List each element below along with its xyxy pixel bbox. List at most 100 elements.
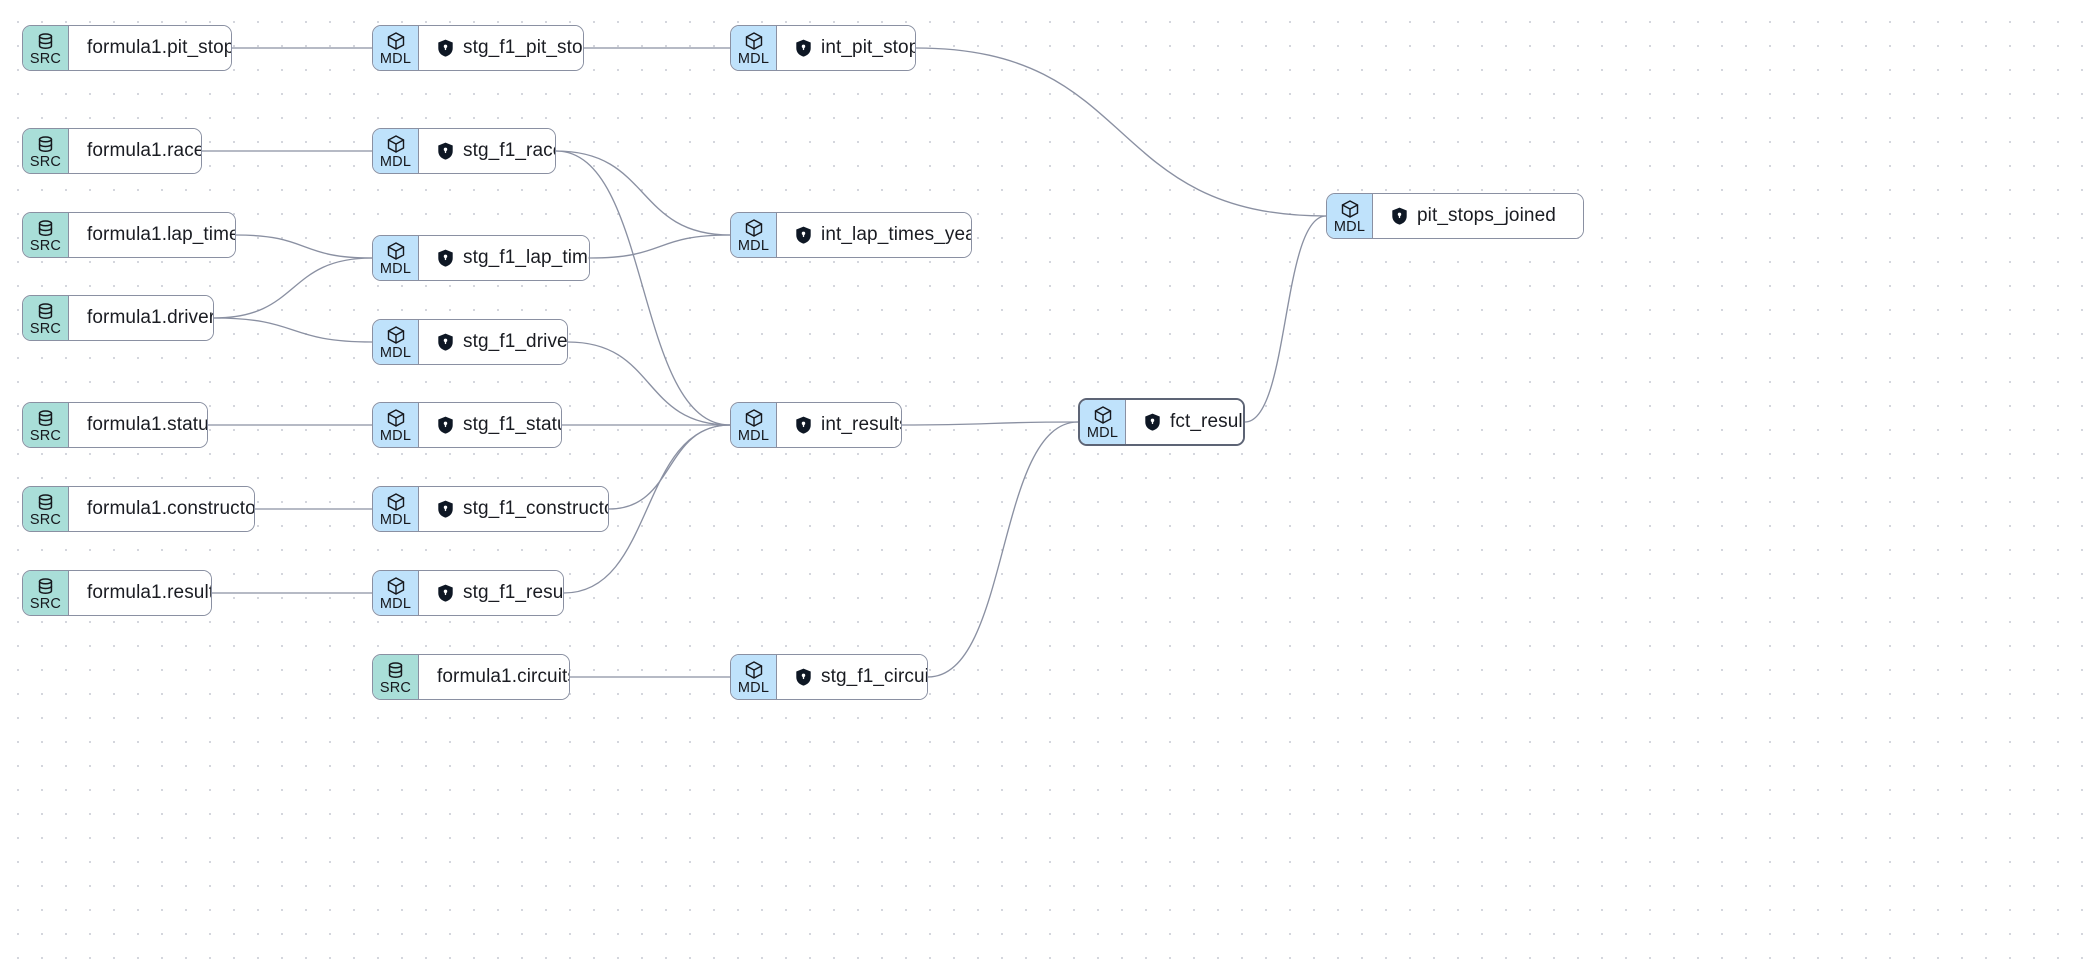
model-badge: MDL <box>373 236 419 280</box>
graph-node-stg_constructors[interactable]: MDL stg_f1_constructors <box>372 486 609 532</box>
node-body: stg_f1_constructors <box>419 487 608 531</box>
node-label: int_pit_stops <box>821 37 915 58</box>
node-label: formula1.drivers <box>87 307 214 328</box>
node-kind-label: SRC <box>29 320 62 337</box>
model-badge: MDL <box>731 26 777 70</box>
node-body: formula1.pit_stops <box>69 26 232 70</box>
graph-node-src_constructors[interactable]: SRC formula1.constructors <box>22 486 255 532</box>
node-body: int_pit_stops <box>777 26 915 70</box>
node-label: formula1.status <box>87 414 208 435</box>
model-badge: MDL <box>373 26 419 70</box>
graph-node-src_drivers[interactable]: SRC formula1.drivers <box>22 295 214 341</box>
model-badge: MDL <box>373 129 419 173</box>
node-label: formula1.constructors <box>87 498 255 519</box>
node-body: stg_f1_races <box>419 129 555 173</box>
edge-fct_results-to-pit_stops_joined <box>1244 215 1327 423</box>
cube-icon <box>745 32 762 50</box>
edge-stg_drivers-to-int_results <box>567 341 731 426</box>
source-badge: SRC <box>23 487 69 531</box>
node-label: stg_f1_status <box>463 414 561 435</box>
node-kind-label: MDL <box>737 428 770 444</box>
node-label: formula1.pit_stops <box>87 37 232 58</box>
node-kind-label: MDL <box>379 596 412 612</box>
graph-node-stg_circuits[interactable]: MDL stg_f1_circuits <box>730 654 928 700</box>
edge-stg_races-to-int_results <box>555 150 731 426</box>
model-badge: MDL <box>1080 400 1126 444</box>
node-kind-label: MDL <box>737 680 770 696</box>
shield-lock-icon <box>438 249 453 267</box>
graph-node-int_results[interactable]: MDL int_results <box>730 402 902 448</box>
cube-icon <box>387 242 404 260</box>
node-body: formula1.constructors <box>69 487 255 531</box>
graph-node-stg_races[interactable]: MDL stg_f1_races <box>372 128 556 174</box>
model-badge: MDL <box>731 213 777 257</box>
node-kind-label: SRC <box>29 511 62 528</box>
graph-node-src_lap_times[interactable]: SRC formula1.lap_times <box>22 212 236 258</box>
node-body: int_results <box>777 403 902 447</box>
shield-lock-icon <box>796 39 811 57</box>
node-kind-label: SRC <box>379 679 412 696</box>
node-label: pit_stops_joined <box>1417 205 1556 226</box>
node-body: formula1.drivers <box>69 296 214 340</box>
node-label: stg_f1_circuits <box>821 666 928 687</box>
source-badge: SRC <box>23 296 69 340</box>
node-body: formula1.lap_times <box>69 213 236 257</box>
graph-node-int_lap_times_years[interactable]: MDL int_lap_times_years <box>730 212 972 258</box>
graph-node-src_circuits[interactable]: SRC formula1.circuits <box>372 654 570 700</box>
node-body: stg_f1_results <box>419 571 563 615</box>
node-body: pit_stops_joined <box>1373 194 1583 238</box>
edge-stg_races-to-int_lap_times_years <box>555 150 731 236</box>
source-badge: SRC <box>23 26 69 70</box>
node-label: stg_f1_races <box>463 140 555 161</box>
graph-node-int_pit_stops[interactable]: MDL int_pit_stops <box>730 25 916 71</box>
node-body: formula1.circuits <box>419 655 570 699</box>
node-label: int_results <box>821 414 902 435</box>
graph-node-src_status[interactable]: SRC formula1.status <box>22 402 208 448</box>
cube-icon <box>387 326 404 344</box>
graph-node-src_pit_stops[interactable]: SRC formula1.pit_stops <box>22 25 232 71</box>
model-badge: MDL <box>373 487 419 531</box>
cube-icon <box>745 219 762 237</box>
node-kind-label: MDL <box>379 261 412 277</box>
cube-icon <box>1094 406 1111 424</box>
model-badge: MDL <box>373 571 419 615</box>
node-kind-label: MDL <box>379 512 412 528</box>
database-icon <box>38 302 53 319</box>
node-label: stg_f1_drivers <box>463 331 568 352</box>
graph-node-src_races[interactable]: SRC formula1.races <box>22 128 202 174</box>
node-body: stg_f1_status <box>419 403 561 447</box>
node-label: formula1.circuits <box>437 666 570 687</box>
node-label: formula1.lap_times <box>87 224 236 245</box>
source-badge: SRC <box>23 213 69 257</box>
model-badge: MDL <box>731 403 777 447</box>
node-label: stg_f1_constructors <box>463 498 608 519</box>
database-icon <box>38 493 53 510</box>
shield-lock-icon <box>796 226 811 244</box>
node-label: int_lap_times_years <box>821 224 971 245</box>
graph-node-stg_drivers[interactable]: MDL stg_f1_drivers <box>372 319 568 365</box>
node-body: stg_f1_lap_times <box>419 236 589 280</box>
edge-src_drivers-to-stg_drivers <box>213 317 373 343</box>
cube-icon <box>387 135 404 153</box>
node-kind-label: MDL <box>1086 425 1119 441</box>
node-body: formula1.races <box>69 129 201 173</box>
node-kind-label: SRC <box>29 153 62 170</box>
node-kind-label: MDL <box>379 345 412 361</box>
source-badge: SRC <box>23 129 69 173</box>
source-badge: SRC <box>23 403 69 447</box>
node-body: formula1.status <box>69 403 208 447</box>
graph-node-stg_results[interactable]: MDL stg_f1_results <box>372 570 564 616</box>
node-kind-label: MDL <box>379 51 412 67</box>
graph-node-stg_lap_times[interactable]: MDL stg_f1_lap_times <box>372 235 590 281</box>
node-label: formula1.results <box>87 582 212 603</box>
model-badge: MDL <box>731 655 777 699</box>
cube-icon <box>745 661 762 679</box>
shield-lock-icon <box>438 142 453 160</box>
cube-icon <box>387 577 404 595</box>
